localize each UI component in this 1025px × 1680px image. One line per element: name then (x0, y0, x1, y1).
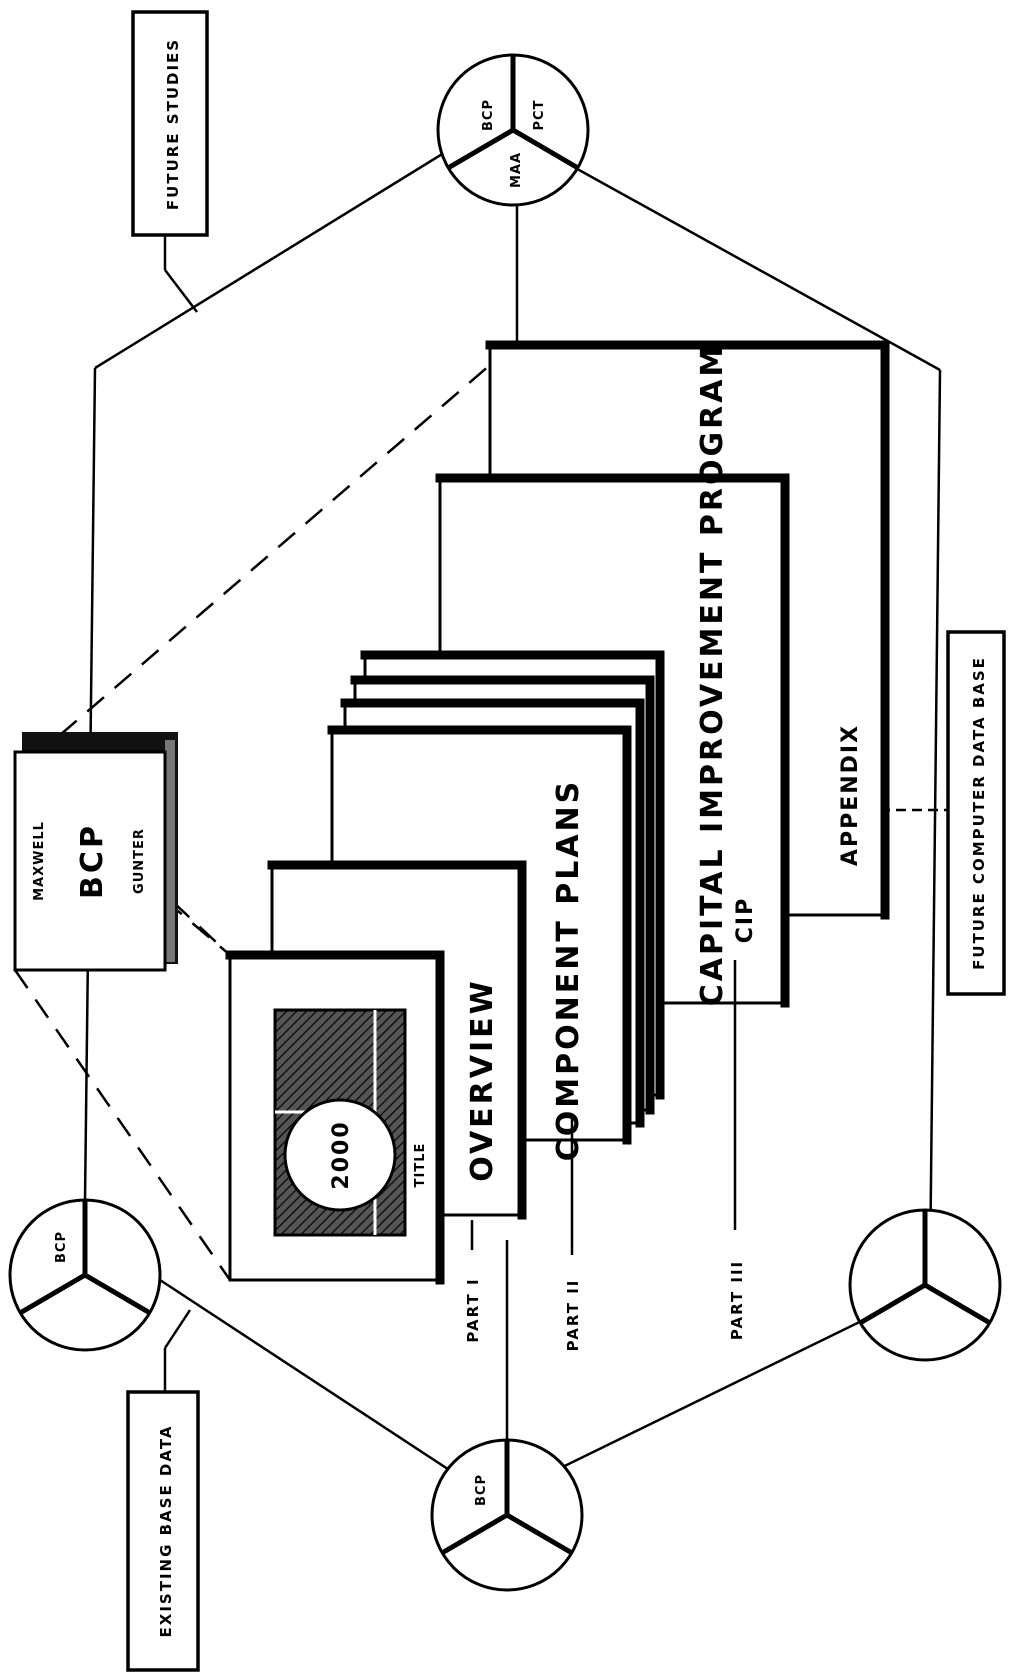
part-labels: PART I PART II PART III (464, 960, 746, 1351)
existing-base-data-label: EXISTING BASE DATA (157, 1425, 175, 1638)
cip-label: CIP (733, 897, 758, 943)
future-computer-data-base-box: FUTURE COMPUTER DATA BASE (880, 630, 1006, 996)
hexagon-connectors (83, 138, 942, 1502)
circle-top-pct-label: PCT (532, 100, 547, 131)
part-2-label: PART II (564, 1279, 582, 1352)
future-computer-data-base-label: FUTURE COMPUTER DATA BASE (970, 656, 988, 970)
future-studies-box: FUTURE STUDIES (131, 10, 209, 237)
appendix-label: APPENDIX (838, 724, 863, 866)
title-page: 2000 TITLE (225, 950, 445, 1285)
circle-node-left: BCP (8, 1198, 162, 1352)
existing-base-data-box: EXISTING BASE DATA (126, 1390, 200, 1672)
overview-label: OVERVIEW (465, 978, 500, 1181)
capital-improvement-program-label: CAPITAL IMPROVEMENT PROGRAM (695, 344, 730, 1007)
circle-bottom-bcp-label: BCP (474, 1474, 489, 1506)
book-gunter-label: GUNTER (132, 828, 147, 894)
component-plans-label: COMPONENT PLANS (551, 779, 586, 1162)
circle-top-bcp-label: BCP (481, 99, 496, 131)
circle-left-bcp-label: BCP (54, 1231, 69, 1263)
part-1-label: PART I (464, 1277, 482, 1342)
title-year-circle (283, 1098, 397, 1212)
future-studies-label: FUTURE STUDIES (164, 38, 182, 210)
circle-node-bottom: BCP (430, 1438, 584, 1592)
bcp-book: MAXWELL BCP GUNTER (13, 732, 178, 972)
circle-node-right (848, 1208, 1002, 1362)
circle-node-top: BCP PCT MAA (436, 53, 590, 207)
title-label: TITLE (413, 1143, 428, 1188)
book-bcp-label: BCP (75, 823, 110, 899)
book-maxwell-label: MAXWELL (32, 821, 47, 901)
part-3-label: PART III (728, 1260, 746, 1340)
title-year-label: 2000 (329, 1120, 354, 1189)
circle-top-maa-label: MAA (509, 152, 524, 188)
